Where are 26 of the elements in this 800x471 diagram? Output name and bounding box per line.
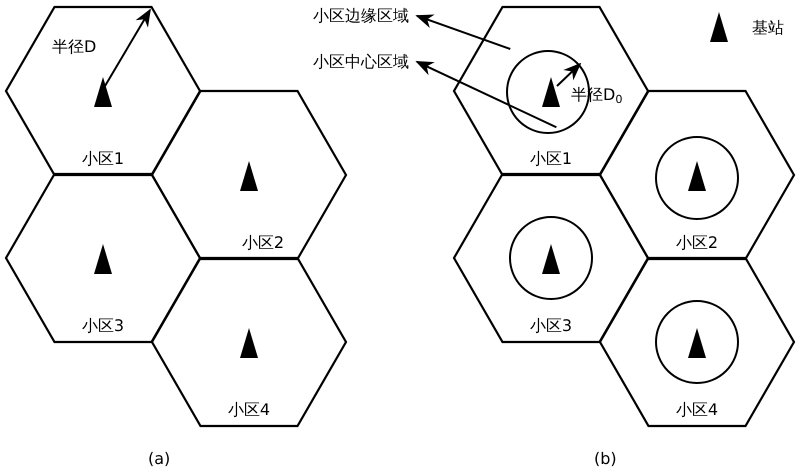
region-label: 小区边缘区域 <box>313 7 409 25</box>
cell-label: 小区2 <box>242 234 284 252</box>
panel-label: (b) <box>594 450 617 468</box>
hexagon-cell <box>152 258 346 426</box>
hexagon-cell <box>6 174 200 342</box>
circle-region <box>655 136 739 220</box>
radius-label: 半径D <box>52 38 96 56</box>
panel-label: (a) <box>148 450 170 468</box>
cell-label: 小区4 <box>676 401 718 419</box>
cell-label: 小区2 <box>676 234 718 252</box>
circle-region <box>509 216 593 300</box>
cell-label: 小区3 <box>82 317 124 335</box>
cell-label: 小区1 <box>530 150 572 168</box>
cell-label: 小区3 <box>530 317 572 335</box>
leader-arrow <box>415 60 557 128</box>
hexagon-cell <box>454 7 648 175</box>
leader-arrow <box>415 14 511 50</box>
cell-label: 小区4 <box>228 401 270 419</box>
hexagon-cell <box>600 258 794 426</box>
hexagon-cell <box>6 7 200 175</box>
legend-label: 基站 <box>752 19 784 37</box>
hexagon-cell <box>454 174 648 342</box>
cell-label: 小区1 <box>82 150 124 168</box>
region-label: 小区中心区域 <box>313 53 409 71</box>
hexagon-cell <box>152 91 346 259</box>
circle-region <box>655 300 739 384</box>
